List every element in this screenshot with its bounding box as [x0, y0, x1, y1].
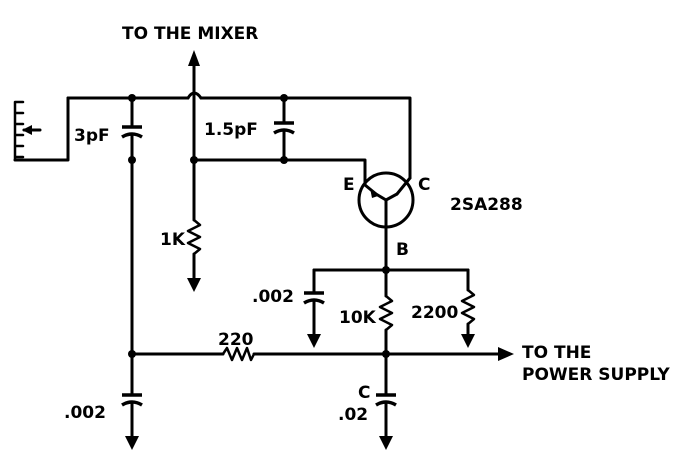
- emitter-arrow-icon: [370, 188, 378, 198]
- label-002-left: .002: [64, 403, 106, 423]
- capacitor-002-base-icon: [303, 268, 325, 348]
- capacitor-1-5pf-icon: [273, 96, 295, 162]
- capacitor-3pf-icon: [121, 96, 143, 162]
- label-to-the: TO THE: [522, 343, 591, 363]
- ground-arrow-icon: [379, 436, 393, 450]
- resistor-2200-icon: [460, 268, 476, 348]
- label-collector: C: [418, 175, 430, 195]
- label-02: .02: [338, 405, 368, 425]
- label-transistor: 2SA288: [450, 195, 523, 215]
- emitter-wire: [192, 158, 367, 187]
- resistor-220-icon: [221, 346, 256, 362]
- capacitor-02-icon: [375, 393, 397, 450]
- ground-arrow-icon: [307, 334, 321, 348]
- ground-arrow-icon: [125, 436, 139, 450]
- label-2200: 2200: [411, 303, 458, 323]
- label-emitter: E: [343, 175, 355, 195]
- label-power-supply: POWER SUPPLY: [522, 365, 670, 385]
- label-3pf: 3pF: [74, 126, 110, 146]
- label-10k: 10K: [339, 308, 377, 328]
- coil-tap-arrow-icon: [22, 125, 32, 135]
- arrow-up-icon: [188, 50, 200, 66]
- arrow-right-icon: [498, 347, 514, 361]
- resistor-10k-icon: [378, 268, 394, 396]
- capacitor-002-left-icon: [121, 393, 143, 450]
- ground-arrow-icon: [187, 278, 201, 292]
- label-1-5pf: 1.5pF: [204, 120, 258, 140]
- ground-arrow-icon: [461, 334, 475, 348]
- transistor-2sa288-icon: [357, 171, 415, 272]
- label-to-mixer: TO THE MIXER: [122, 24, 258, 44]
- label-002-base: .002: [252, 287, 294, 307]
- label-220: 220: [218, 330, 254, 350]
- label-1k: 1K: [160, 230, 186, 250]
- resistor-1k-icon: [186, 218, 202, 256]
- tuning-coil: [13, 96, 70, 162]
- to-mixer-output: [186, 50, 202, 292]
- label-base: B: [396, 240, 409, 260]
- label-c: C: [358, 383, 370, 403]
